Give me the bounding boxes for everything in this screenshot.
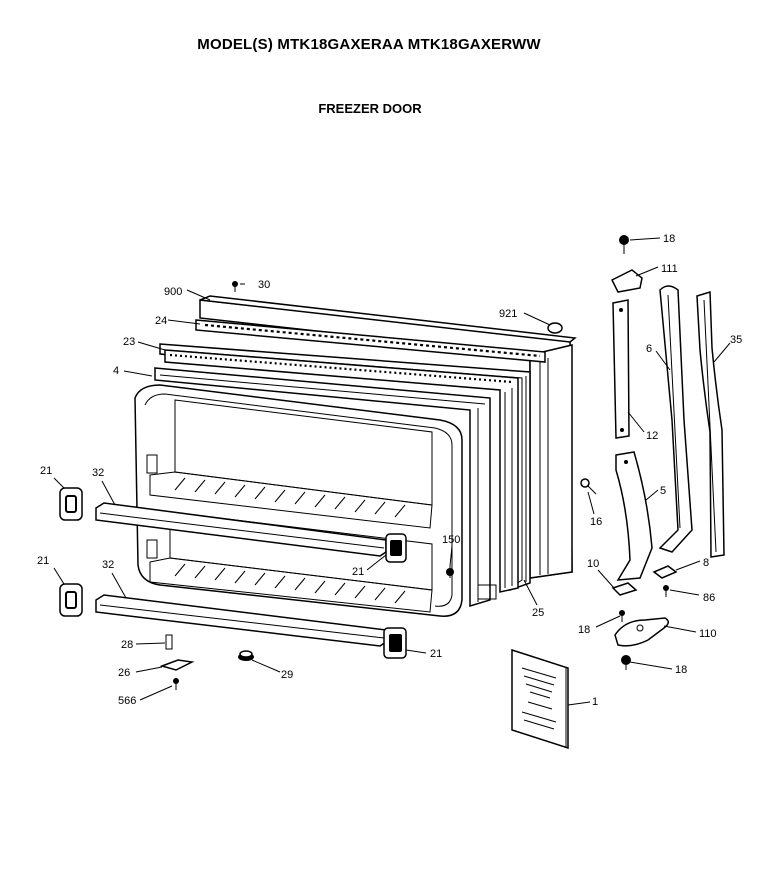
callout-32-upper: 32 [92, 467, 104, 479]
callout-28: 28 [121, 639, 133, 651]
callout-12: 12 [646, 430, 658, 442]
screw-18-top-icon [619, 235, 629, 254]
callout-150: 150 [442, 534, 460, 546]
screw-150-icon [446, 566, 454, 578]
callout-8: 8 [703, 557, 709, 569]
callout-18-top: 18 [663, 233, 675, 245]
callout-21-right-upper: 21 [352, 566, 364, 578]
callout-23: 23 [123, 336, 135, 348]
screw-566-icon [173, 678, 179, 690]
callout-6: 6 [646, 343, 652, 355]
callout-10: 10 [587, 558, 599, 570]
callout-566: 566 [118, 695, 136, 707]
button-29-icon [238, 650, 254, 661]
callout-5: 5 [660, 485, 666, 497]
page-title: MODEL(S) MTK18GAXERAA MTK18GAXERWW [197, 36, 541, 53]
screw-18-bottom-icon [621, 655, 631, 670]
callout-21-left-upper: 21 [40, 465, 52, 477]
screw-18-middle-icon [619, 610, 625, 622]
shelf-end-cap-right-upper [385, 533, 407, 563]
door-trim-strip [195, 319, 546, 363]
callout-921: 921 [499, 308, 517, 320]
leader-lines [53, 237, 731, 706]
screw-16-icon [580, 478, 597, 495]
plug-921-icon [547, 322, 563, 334]
callout-21-left-lower: 21 [37, 555, 49, 567]
handle-channel-6 [658, 285, 693, 553]
callout-110: 110 [699, 628, 717, 640]
shelf-end-cap-right-lower [383, 627, 407, 659]
callout-26: 26 [118, 667, 130, 679]
screw-30-icon [232, 281, 238, 292]
inner-liner-shelves [134, 384, 463, 617]
callout-35: 35 [730, 334, 742, 346]
hinge-part-10-icon [611, 582, 638, 596]
callout-25: 25 [532, 607, 544, 619]
callout-21-right-lower: 21 [430, 648, 442, 660]
screw-86-icon [663, 585, 669, 597]
diagram-subtitle: FREEZER DOOR [318, 101, 422, 116]
callout-900: 900 [164, 286, 182, 298]
callout-18-bottom: 18 [675, 664, 687, 676]
callout-4: 4 [113, 365, 119, 377]
hinge-pin-8-icon [652, 565, 678, 579]
inner-door-liner [154, 367, 497, 608]
outer-door-panel [199, 295, 577, 579]
hinge-cover-111 [610, 269, 643, 293]
callout-86: 86 [703, 592, 715, 604]
hinge-bracket-5 [615, 451, 653, 581]
bottom-hinge-110 [614, 617, 669, 647]
callout-1: 1 [592, 696, 598, 708]
callout-29: 29 [281, 669, 293, 681]
callout-16: 16 [590, 516, 602, 528]
breaker-frame [164, 349, 519, 593]
callout-18-middle: 18 [578, 624, 590, 636]
shelf-end-cap-left-upper [59, 487, 83, 521]
callout-30: 30 [258, 279, 270, 291]
shelf-end-cap-left-lower [59, 583, 83, 617]
callout-111: 111 [661, 263, 678, 275]
door-handle-35 [696, 290, 725, 558]
instruction-booklet-1 [511, 648, 569, 750]
bracket-26-icon [159, 659, 195, 671]
hinge-bar-12 [612, 299, 630, 439]
callout-24: 24 [155, 315, 167, 327]
callout-32-lower: 32 [102, 559, 114, 571]
clip-28-icon [165, 634, 173, 650]
